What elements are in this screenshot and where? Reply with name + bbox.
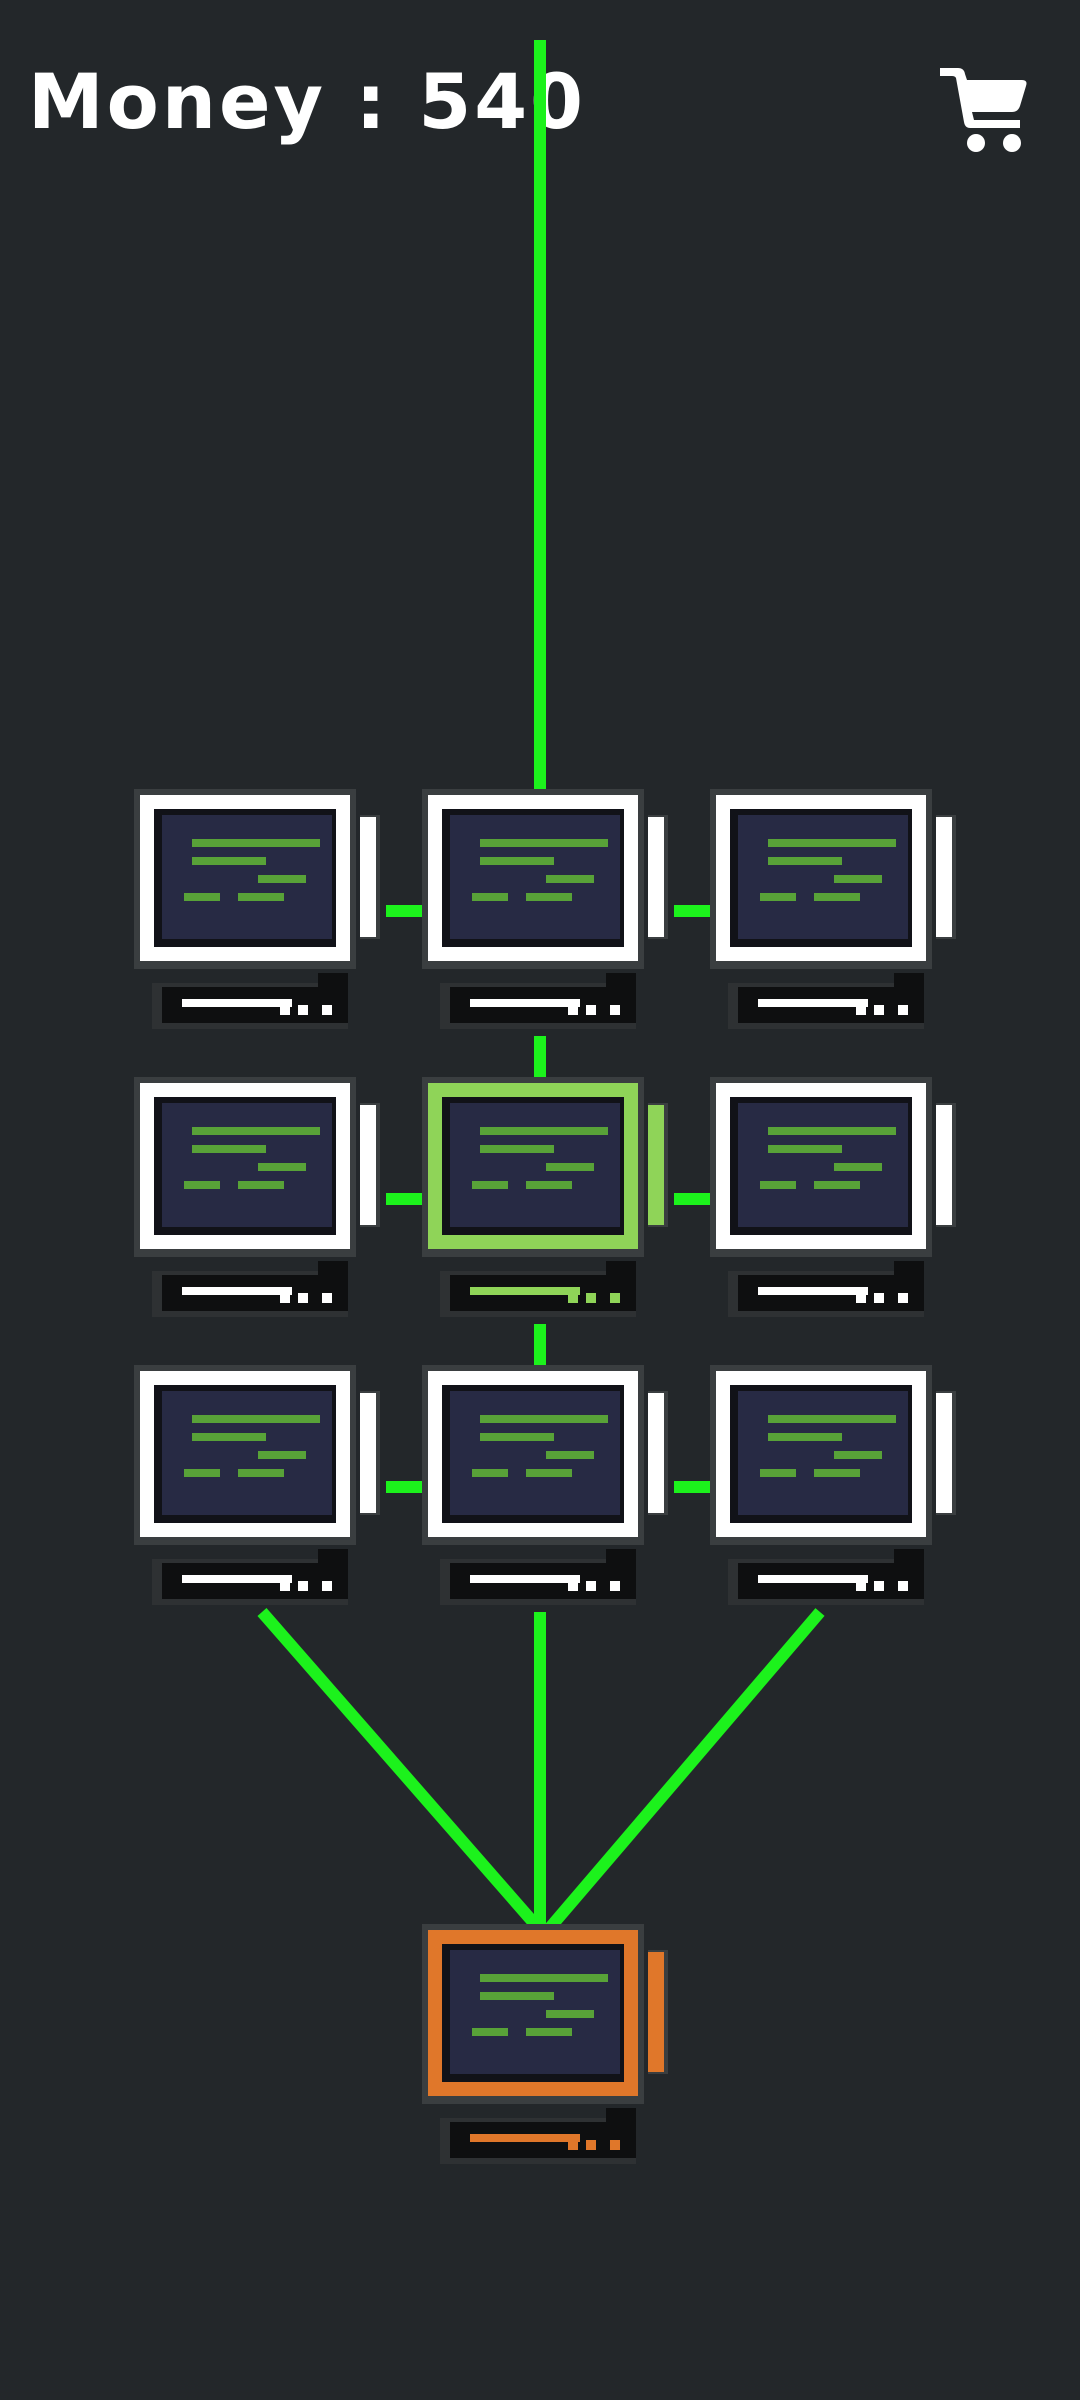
computer-r3-c1[interactable] <box>134 1365 380 1605</box>
computer-r2-c2[interactable] <box>422 1077 668 1317</box>
shop-button[interactable] <box>940 64 1040 154</box>
network-nodes <box>134 789 956 2164</box>
computer-r1-c1[interactable] <box>134 789 380 1029</box>
computer-r2-c3[interactable] <box>710 1077 956 1317</box>
computer-r3-c2[interactable] <box>422 1365 668 1605</box>
money-value: 540 <box>418 57 587 146</box>
network-links <box>257 40 825 1934</box>
computer-r1-c3[interactable] <box>710 789 956 1029</box>
cart-icon <box>940 68 1027 152</box>
money-separator: : <box>326 57 419 146</box>
computer-r3-c3[interactable] <box>710 1365 956 1605</box>
server-computer[interactable] <box>422 1924 668 2164</box>
money-label: Money <box>28 57 327 146</box>
computer-r2-c1[interactable] <box>134 1077 380 1317</box>
link-r2c0-server <box>257 1608 545 1934</box>
link-r2c2-server <box>543 1608 825 1934</box>
money-counter: Money : 540 <box>28 52 586 152</box>
computer-r1-c2[interactable] <box>422 789 668 1029</box>
